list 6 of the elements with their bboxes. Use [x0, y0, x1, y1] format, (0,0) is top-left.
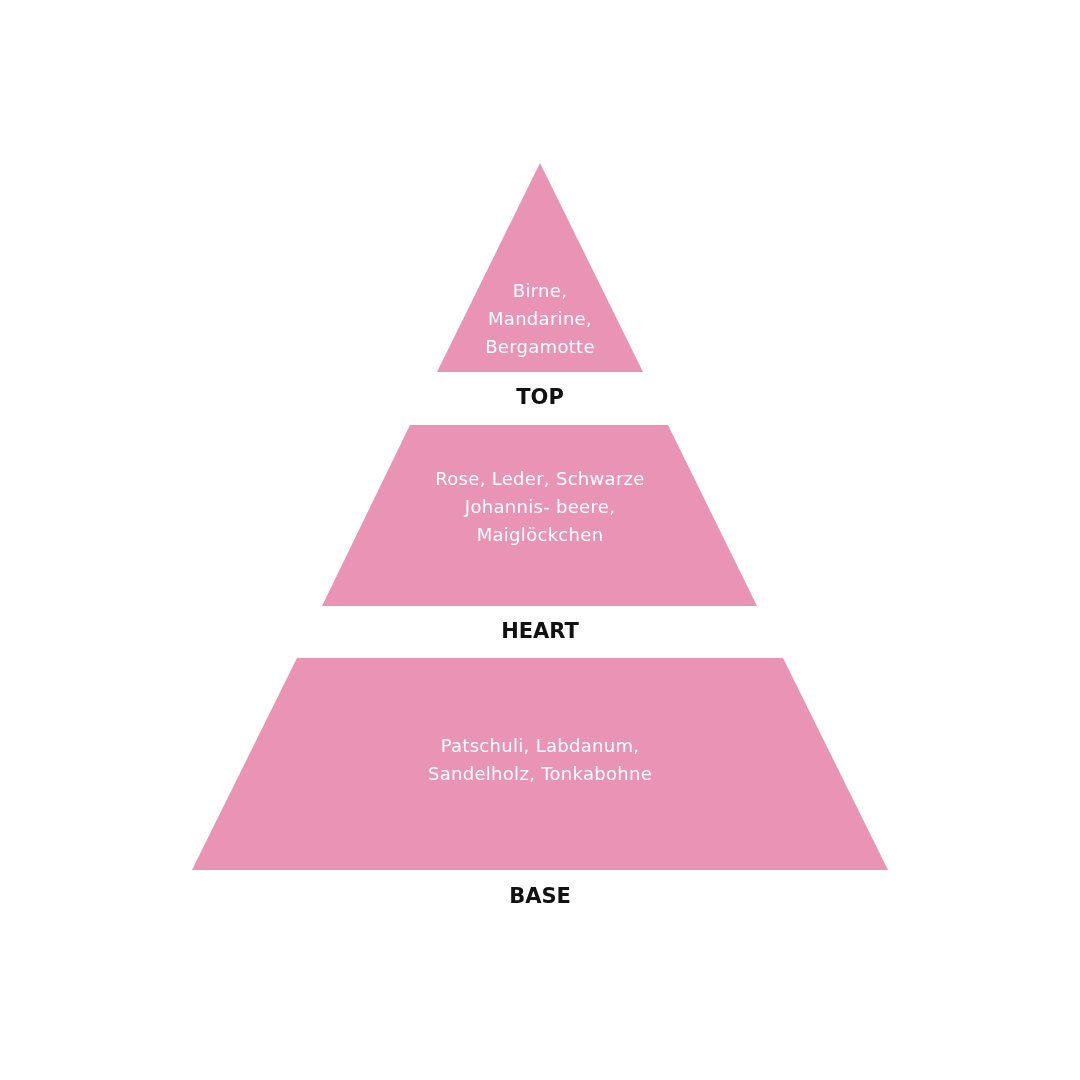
- tier-notes-text: Patschuli, Labdanum, Sandelholz, Tonkabohne: [426, 734, 654, 786]
- tier-notes-text: Rose, Leder, Schwarze Johannis- beere, Maiglöckchen: [435, 467, 645, 547]
- tier-label: BASE: [508, 884, 572, 908]
- tier-notes-text: Birne, Mandarine, Bergamotte: [484, 279, 596, 359]
- tier-label: HEART: [500, 619, 580, 643]
- tier-label: TOP: [515, 385, 565, 409]
